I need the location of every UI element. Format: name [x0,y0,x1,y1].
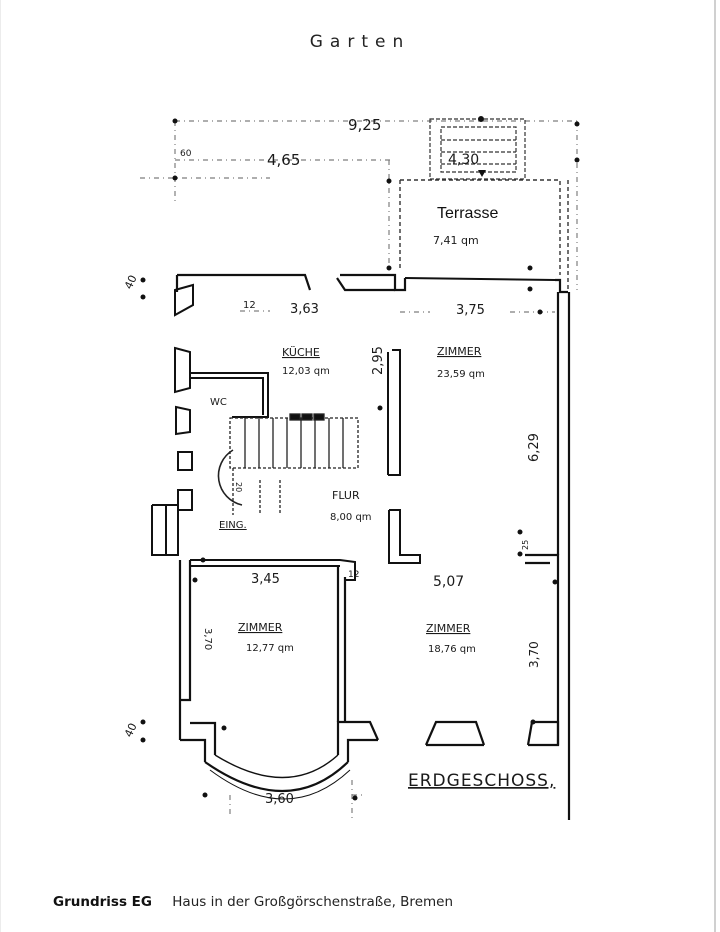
floor-label: ERDGESCHOSS, [408,771,555,791]
room-kueche-name: KÜCHE [282,346,320,359]
dim-12-top: 12 [243,300,256,311]
dimension-lines [140,120,580,818]
left-piers [174,283,194,511]
dim-total-width: 9,25 [348,116,381,134]
room-kueche-area: 12,03 qm [282,366,330,377]
terrace-steps [429,118,526,180]
dim-25: 25 [521,540,530,550]
caption: Grundriss EG Haus in der Großgörschenstr… [53,894,453,910]
dim-front-right-width: 5,07 [433,574,464,590]
caption-title: Grundriss EG [53,894,152,910]
room-eing-name: EING. [219,520,247,531]
dim-12-mid: 12 [348,570,359,580]
dim-room-right-top: 3,75 [456,303,485,318]
room-zimmer-top-name: ZIMMER [437,345,482,358]
room-terrasse-area: 7,41 qm [433,234,479,247]
room-flur-name: FLUR [332,489,360,502]
dim-kitchen-width: 3,63 [290,302,319,317]
dimension-dots [140,118,580,801]
dim-front-right-depth: 3,70 [527,641,541,668]
room-zimmer-left-name: ZIMMER [238,621,283,634]
room-zimmer-right-name: ZIMMER [426,622,471,635]
dim-front-left-depth: 3,70 [202,628,213,650]
room-terrasse-name: Terrasse [437,205,498,222]
dim-bay-width: 3,60 [265,792,294,807]
floor-plan: 9,25 4,65 60 4,30 40 40 12 3,63 3,75 2,9… [122,116,580,820]
dim-stair: 20 [234,482,243,492]
terrace-outline [399,179,569,290]
dim-front-left-width: 3,45 [251,572,280,587]
room-zimmer-top-area: 23,59 qm [437,369,485,380]
dim-kitchen-depth: 2,95 [371,346,386,375]
garden-label: Garten [309,32,411,52]
room-zimmer-right-area: 18,76 qm [428,644,476,655]
room-wc-name: WC [210,397,227,408]
exterior-walls [175,273,571,820]
staircase [217,413,359,515]
dim-room-right-depth: 6,29 [527,433,542,462]
dim-terrace-width: 4,30 [448,152,479,168]
dim-left-top: 4,65 [267,151,300,169]
interior-walls [151,349,421,581]
dim-40-top: 40 [122,273,140,291]
dim-40-bottom: 40 [122,721,140,739]
room-zimmer-left-area: 12,77 qm [246,643,294,654]
caption-subtitle: Haus in der Großgörschenstraße, Bremen [172,894,454,910]
dim-60: 60 [180,149,192,159]
room-flur-area: 8,00 qm [330,512,372,523]
